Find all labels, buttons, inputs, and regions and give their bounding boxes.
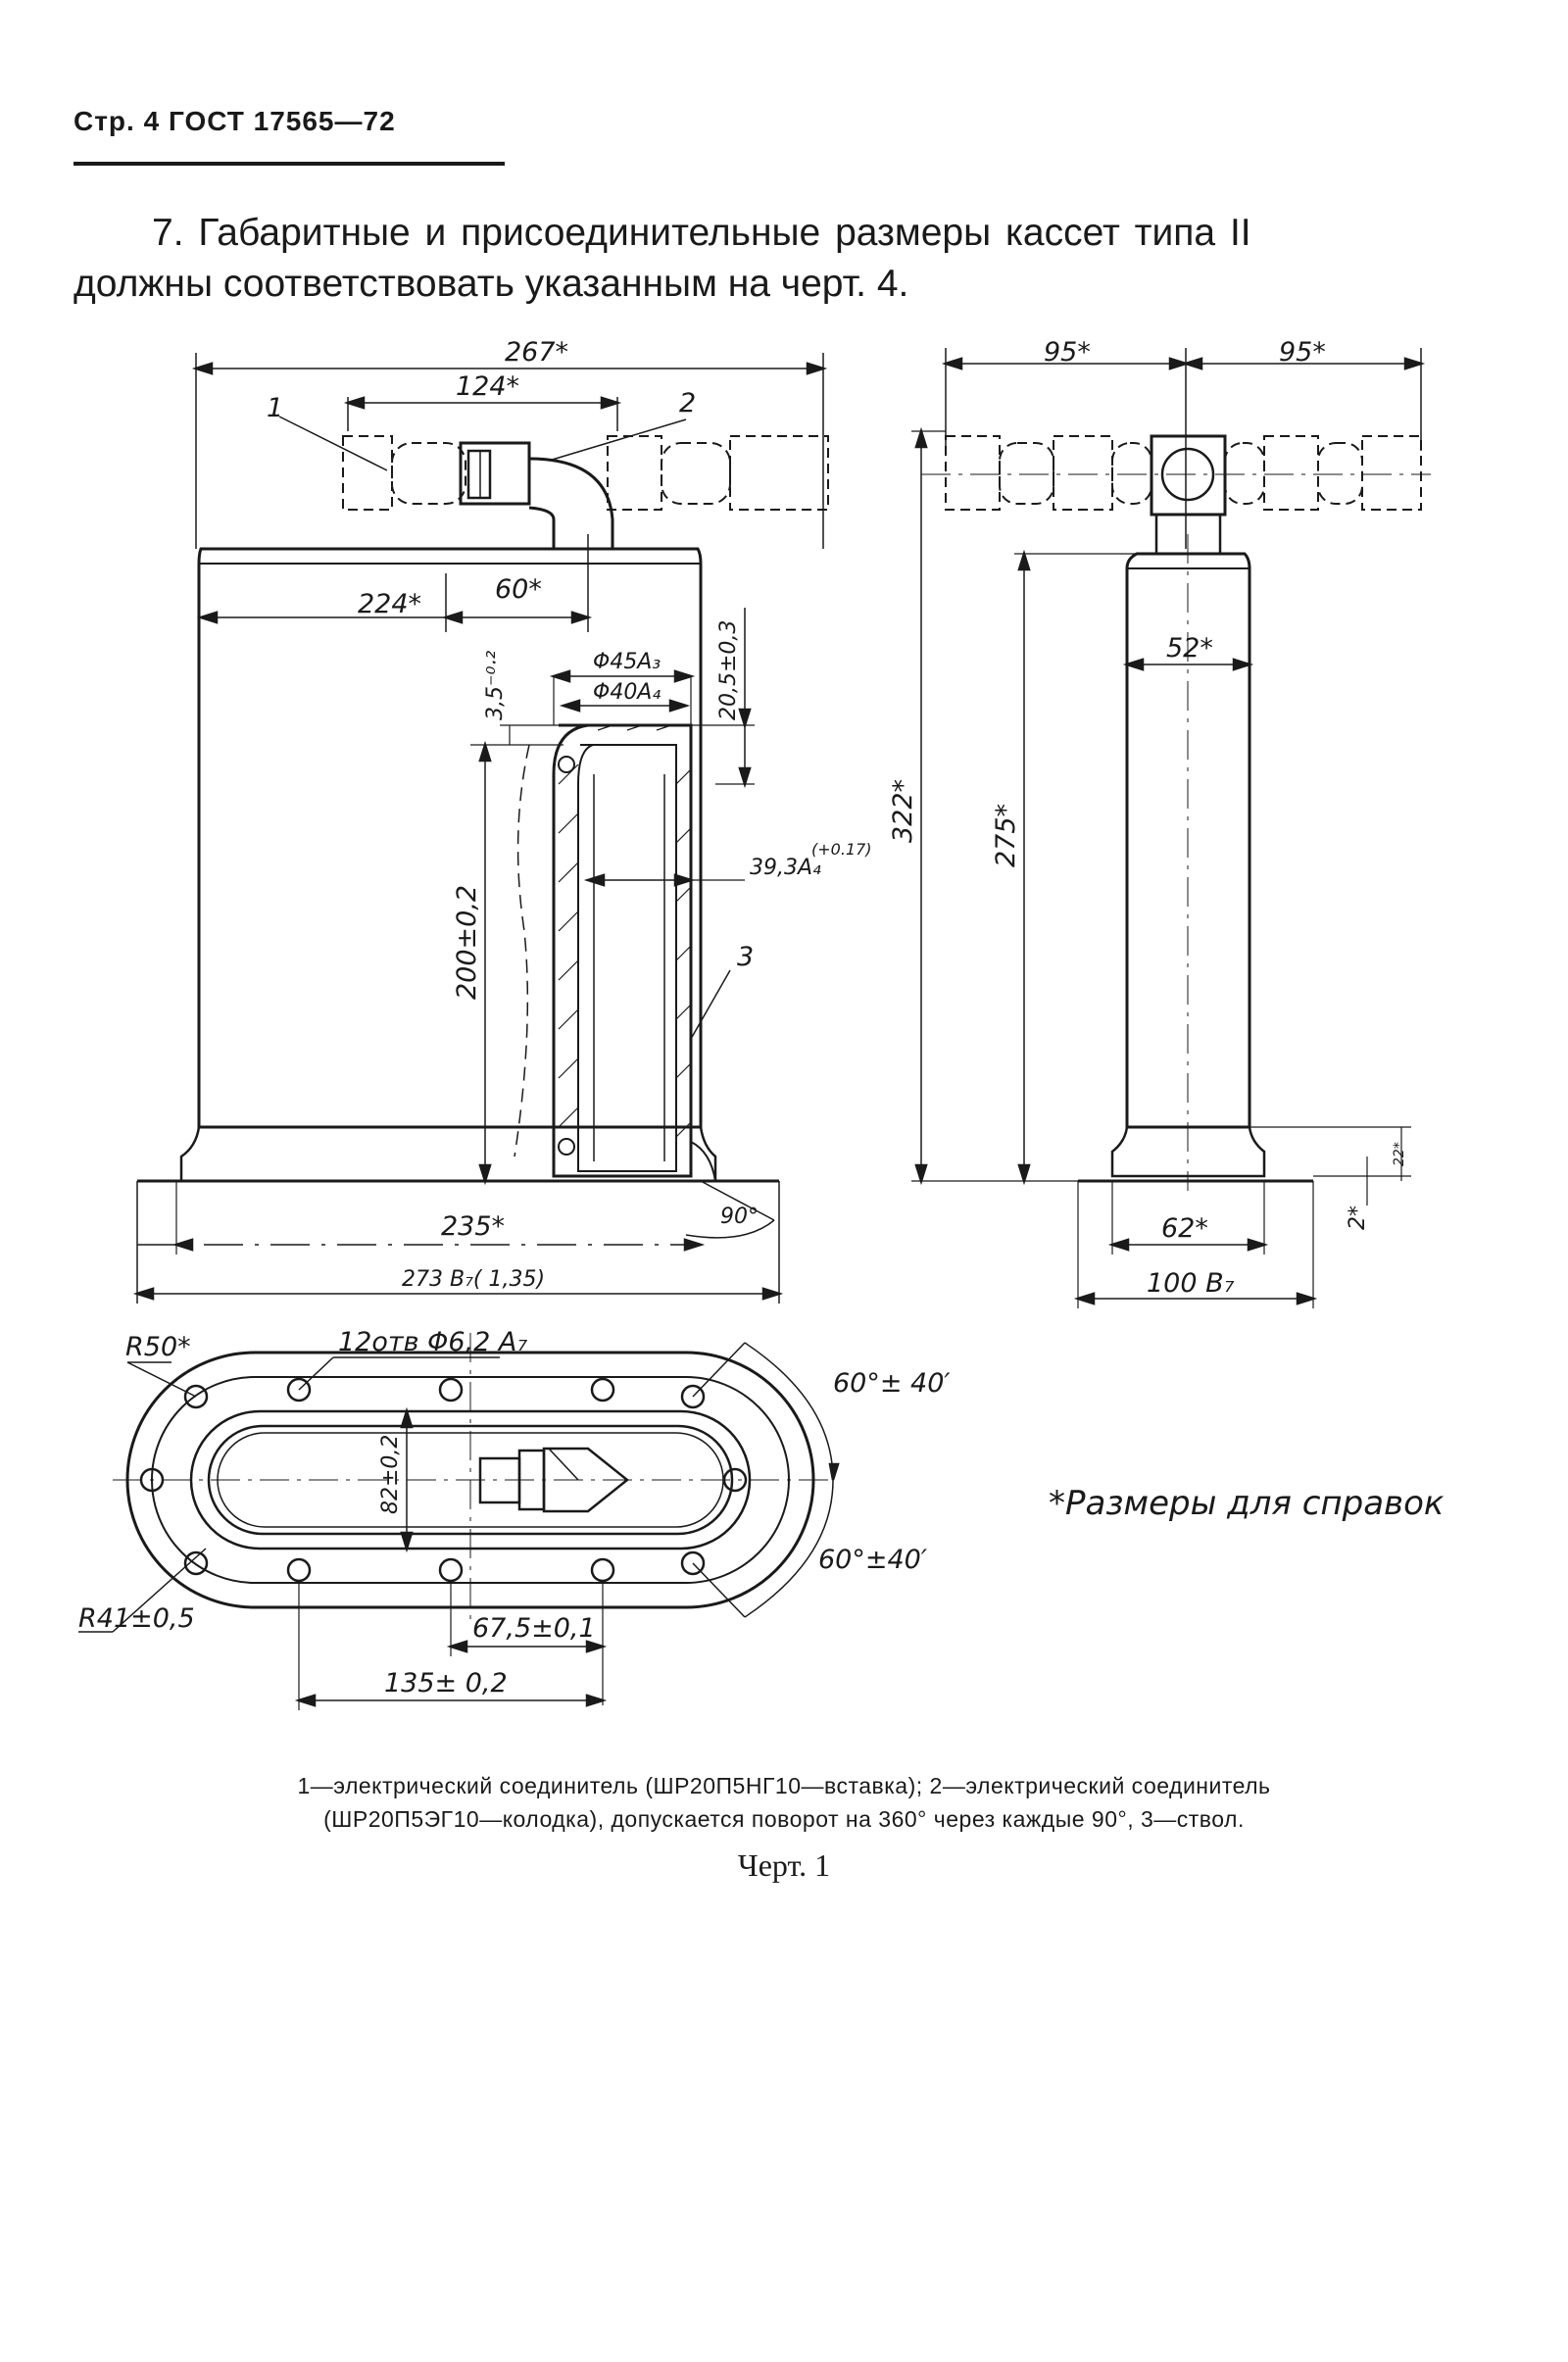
dim-273: 273 B₇( 1,35) — [402, 1267, 545, 1292]
dim-dia-40: Φ40A₄ — [593, 680, 661, 705]
dim-67-5: 67,5±0,1 — [472, 1613, 596, 1644]
holes-callout: 12отв Φ6,2 A₇ — [338, 1327, 527, 1357]
angle-90: 90° — [720, 1205, 759, 1229]
position-3: 3 — [737, 942, 754, 972]
radius-41: R41±0,5 — [78, 1603, 195, 1634]
front-view — [132, 353, 829, 1304]
section-paragraph: 7. Габаритные и присоединительные размер… — [74, 208, 1446, 310]
figure-label: Черт. 1 — [737, 1847, 831, 1883]
reference-note: *Размеры для справок — [1049, 1484, 1445, 1523]
dim-95-left: 95* — [1044, 337, 1091, 368]
header-rule — [74, 162, 505, 166]
dim-95-right: 95* — [1279, 337, 1326, 368]
figure-caption: 1—электрический соединитель (ШР20П5НГ10—… — [147, 1769, 1421, 1836]
dim-135: 135± 0,2 — [384, 1668, 508, 1698]
dim-dia-45: Φ45A₃ — [593, 650, 661, 674]
position-2: 2 — [679, 388, 696, 418]
plan-view — [78, 1333, 840, 1710]
standard-number: ГОСТ 17565—72 — [168, 106, 396, 136]
position-1: 1 — [267, 393, 283, 423]
dim-22: 22* — [1392, 1142, 1407, 1166]
dim-39-3: 39,3A₄ — [750, 856, 821, 880]
dim-20-5: 20,5±0,3 — [716, 620, 741, 720]
angle-bottom: 60°±40′ — [818, 1545, 927, 1575]
side-view — [911, 348, 1431, 1308]
dim-overall-width: 267* — [505, 337, 568, 368]
paragraph-line-2: должны соответствовать указанным на черт… — [74, 263, 909, 305]
radius-50: R50* — [125, 1332, 191, 1362]
caption-line-1: 1—электрический соединитель (ШР20П5НГ10—… — [297, 1773, 1271, 1798]
dim-39-3-tolerance: (+0.17) — [811, 840, 872, 859]
dim-200: 200±0,2 — [452, 885, 482, 1000]
paragraph-line-1: 7. Габаритные и присоединительные размер… — [152, 212, 1251, 254]
dim-322: 322* — [888, 779, 918, 843]
dim-82: 82±0,2 — [378, 1435, 403, 1514]
caption-line-2: (ШР20П5ЭГ10—колодка), допускается поворо… — [323, 1806, 1245, 1832]
dim-235: 235* — [441, 1211, 505, 1242]
angle-top: 60°± 40′ — [833, 1368, 951, 1399]
dim-3-5: 3,5⁻⁰·² — [483, 651, 508, 720]
dim-224: 224* — [358, 589, 421, 619]
dim-62: 62* — [1161, 1213, 1208, 1244]
dim-275: 275* — [991, 804, 1021, 867]
page-header: Стр. 4 ГОСТ 17565—72 — [74, 106, 396, 137]
dim-connector-spacing: 124* — [456, 371, 519, 402]
page-number: Стр. 4 — [74, 106, 161, 136]
dim-2: 2* — [1346, 1206, 1370, 1230]
dim-100: 100 B₇ — [1147, 1268, 1235, 1299]
dim-52: 52* — [1166, 633, 1213, 664]
dim-60: 60* — [495, 574, 542, 605]
technical-drawing: 267* 124* 1 2 3 224* 60* Φ45A₃ Φ40A₄ 3,5… — [78, 337, 1445, 1710]
